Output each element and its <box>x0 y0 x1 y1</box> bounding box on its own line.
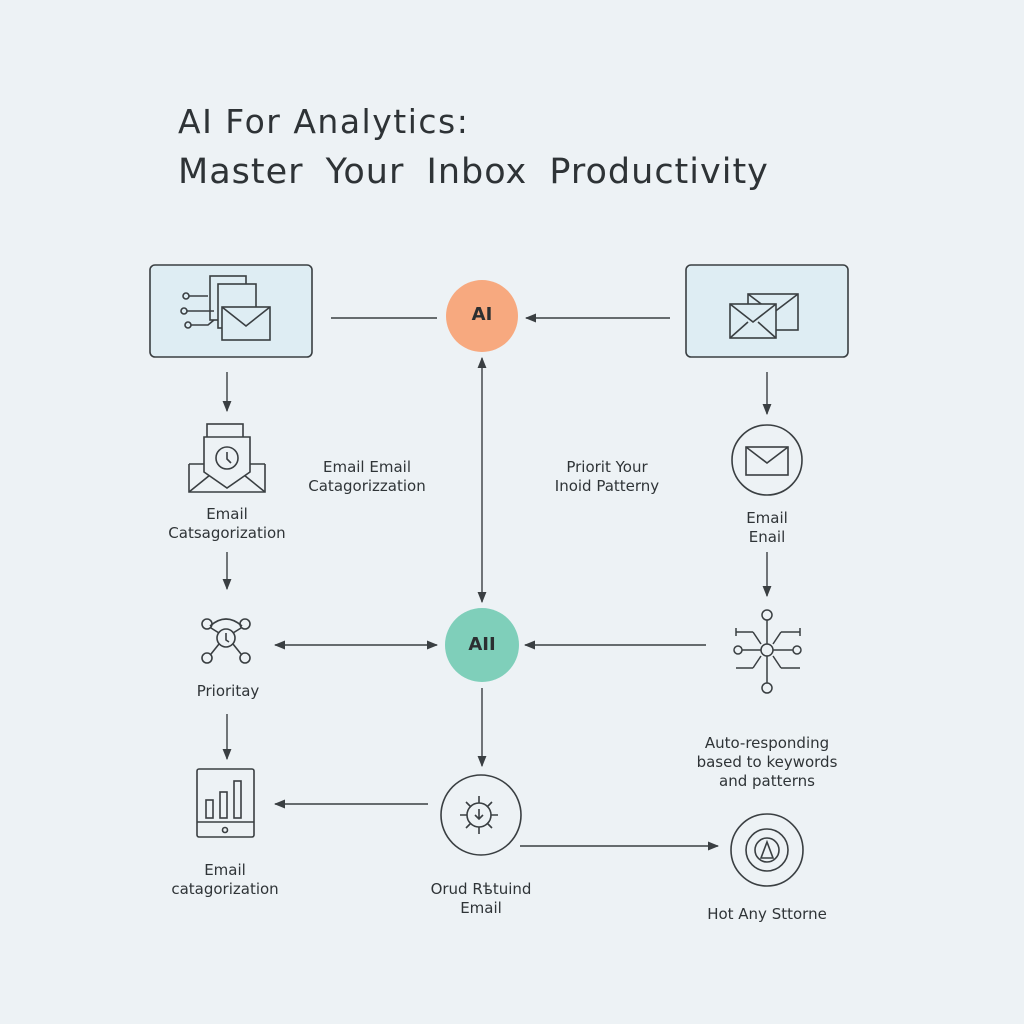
label-priority: Prioritay <box>196 682 260 700</box>
incoming-envelopes-box <box>685 264 849 358</box>
label-email-categorization-left: Email Catsagorization <box>168 505 286 542</box>
connectors <box>222 313 772 851</box>
label-email-categorization-bottom: Email catagorization <box>171 861 279 898</box>
label-hot-any-store: Hot Any Sttorne <box>707 905 827 923</box>
label-email-right: Email Enail <box>746 509 788 546</box>
documents-email-icon <box>180 275 271 341</box>
label-auto-responding: Auto-responding based to keywords and pa… <box>696 734 838 790</box>
network-hub-icon <box>201 618 251 664</box>
ai-hub-top <box>446 280 518 352</box>
envelopes-icon <box>729 293 799 339</box>
diagram-title: AI For Analytics: Master Your Inbox Prod… <box>178 100 769 200</box>
inbox-badge-icon <box>188 423 266 493</box>
label-ourd-retuind: Orud Rѣtuind Email <box>430 880 532 917</box>
circuit-node-icon <box>733 609 802 694</box>
bar-chart-device-icon <box>196 768 255 838</box>
source-documents-box <box>149 264 313 358</box>
ai-hub-top-label: AI <box>471 304 493 325</box>
label-email-categorization-top: Email Email Catagorizzation <box>308 458 426 495</box>
target-circle-icon <box>730 813 804 887</box>
title-line-2: Master Your Inbox Productivity <box>178 152 769 192</box>
ai-hub-middle-label: AII <box>468 634 496 655</box>
label-prioritize-pattern: Priorit Your Inoid Patterny <box>554 458 660 495</box>
title-line-1: AI For Analytics: <box>178 102 470 141</box>
envelope-circle-icon <box>731 424 803 496</box>
gear-circle-icon <box>440 774 522 856</box>
ai-hub-middle <box>445 608 519 682</box>
